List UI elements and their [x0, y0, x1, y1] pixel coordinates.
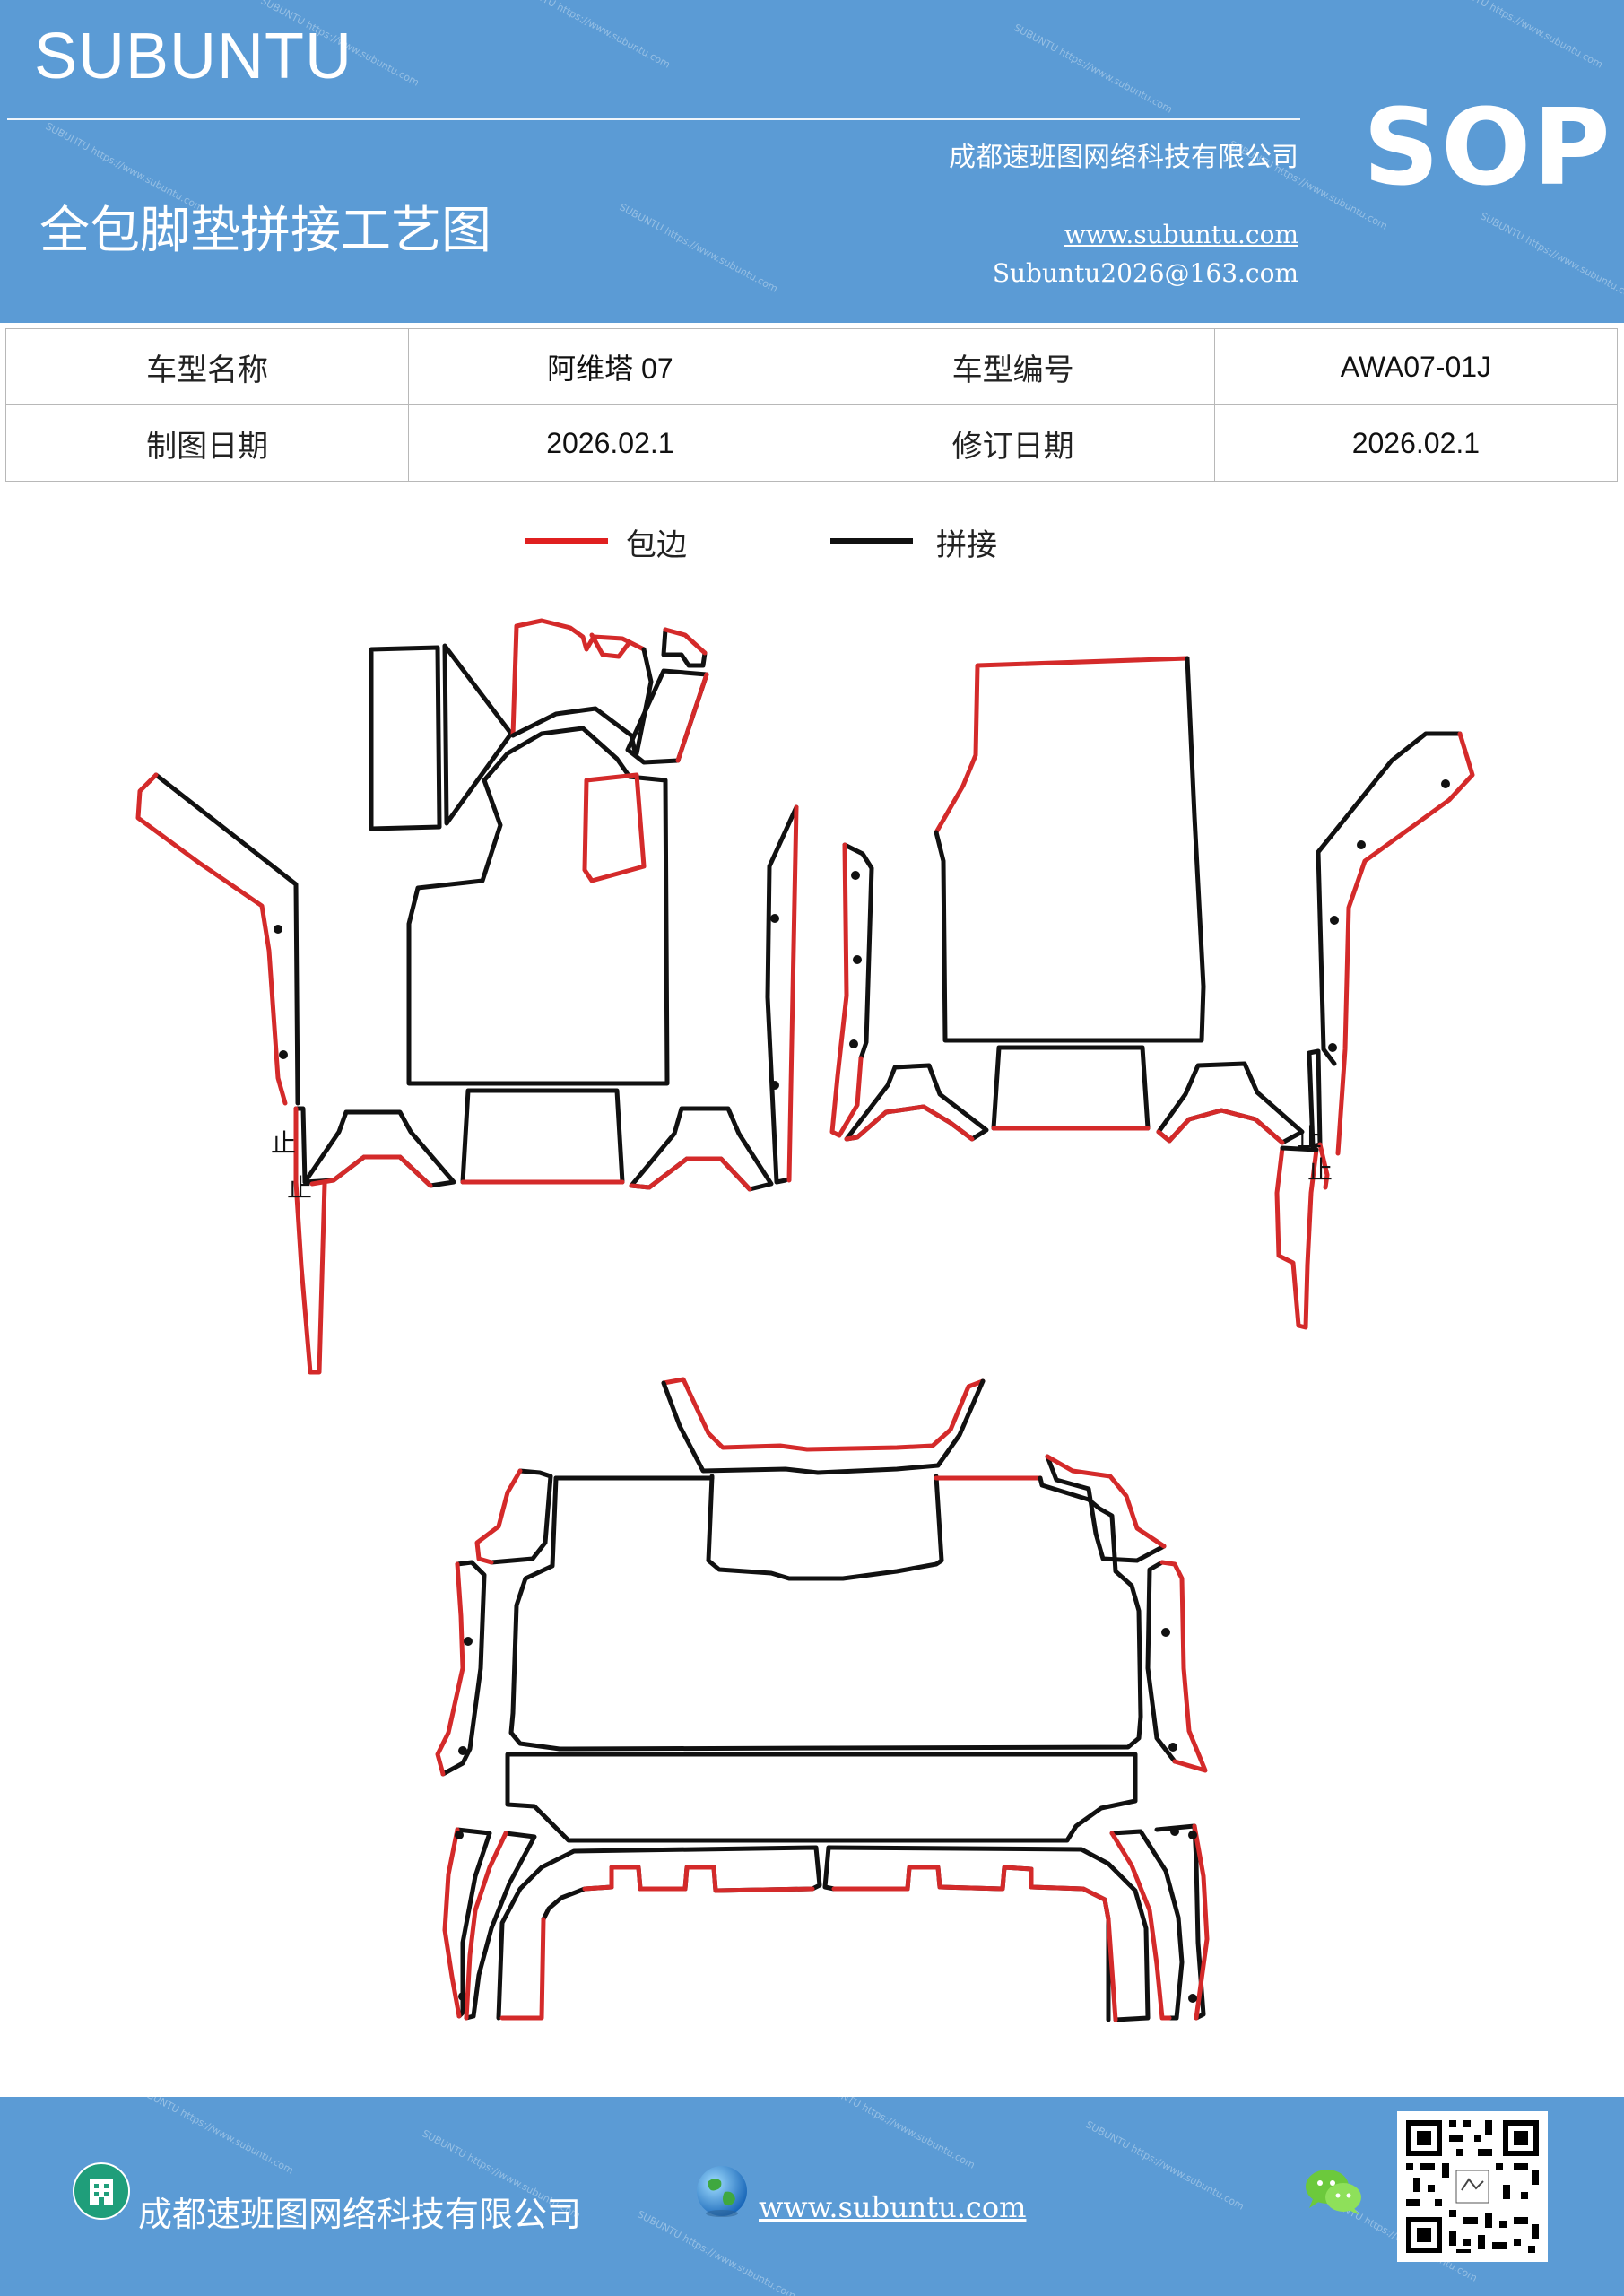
table-row: 车型名称 阿维塔 07 车型编号 AWA07-01J: [4, 328, 1619, 405]
stop-mark: 止: [1307, 1155, 1333, 1185]
legend-swatch-edging: [525, 538, 608, 544]
header-email[interactable]: Subuntu2026@163.com: [992, 258, 1298, 288]
qr-code[interactable]: [1397, 2111, 1548, 2262]
front-left-mat-group: 止 止: [135, 618, 799, 1375]
stop-mark: 止: [271, 1128, 296, 1158]
stop-mark: 止: [1297, 1123, 1322, 1152]
table-cell: 修订日期: [811, 404, 1215, 482]
sop-badge: SOP: [1363, 85, 1612, 209]
table-cell: AWA07-01J: [1213, 328, 1619, 405]
building-icon: [73, 2162, 130, 2220]
table-cell: 阿维塔 07: [408, 328, 812, 405]
front-right-mat-group: 止 止: [829, 656, 1475, 1330]
table-row: 制图日期 2026.02.1 修订日期 2026.02.1: [4, 404, 1619, 482]
vehicle-info-table: 车型名称 阿维塔 07 车型编号 AWA07-01J 制图日期 2026.02.…: [4, 328, 1619, 482]
globe-icon: [697, 2166, 747, 2217]
header-banner: SUBUNTU https://www.subuntu.com SUBUNTU …: [0, 0, 1624, 323]
footer-website-link[interactable]: www.subuntu.com: [759, 2190, 1027, 2224]
footer-company-name: 成都速班图网络科技有限公司: [138, 2195, 582, 2234]
table-cell: 2026.02.1: [1213, 404, 1619, 482]
wechat-icon[interactable]: [1302, 2165, 1367, 2219]
page-title: 全包脚垫拼接工艺图: [39, 202, 491, 260]
header-website-link[interactable]: www.subuntu.com: [1064, 220, 1298, 249]
table-cell: 2026.02.1: [408, 404, 812, 482]
footer-banner: SUBUNTU https://www.subuntu.com SUBUNTU …: [0, 2097, 1624, 2296]
legend-label-edging: 包边: [626, 527, 687, 563]
legend-label-seam: 拼接: [936, 527, 997, 563]
table-cell: 制图日期: [4, 404, 410, 482]
legend: 包边 拼接: [0, 520, 1624, 574]
table-cell: 车型名称: [4, 328, 410, 405]
header-divider: [7, 118, 1300, 120]
table-cell: 车型编号: [811, 328, 1215, 405]
rear-mat-group: [435, 1377, 1210, 2022]
header-company-name: 成都速班图网络科技有限公司: [949, 142, 1298, 173]
legend-swatch-seam: [830, 538, 913, 544]
brand-logo-text: SUBUNTU: [34, 21, 353, 92]
